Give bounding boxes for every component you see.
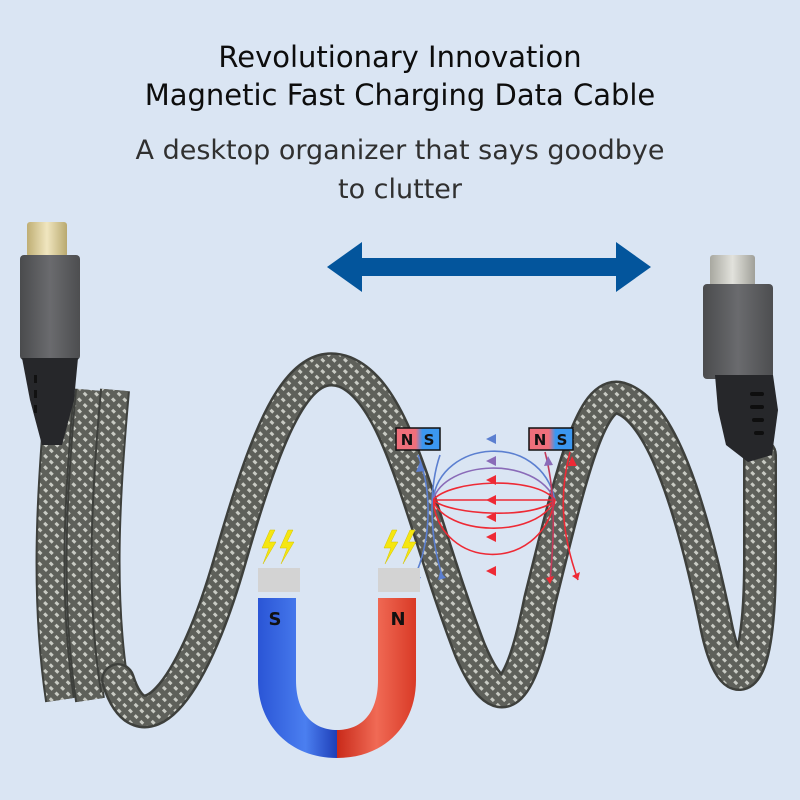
- usb-c-plug-right: [703, 255, 778, 462]
- u-magnet-north-label: N: [390, 609, 405, 630]
- bar-magnet-1-south-label: S: [424, 431, 435, 449]
- bar-magnet-1: N S: [395, 427, 441, 451]
- headline-line-2: Magnetic Fast Charging Data Cable: [144, 78, 656, 112]
- bar-magnet-2: N S: [528, 427, 574, 451]
- subheadline-line-2: to clutter: [337, 174, 463, 205]
- bar-magnet-2-north-label: N: [534, 431, 547, 449]
- double-arrow-icon: [327, 242, 651, 292]
- subheadline-line-1: A desktop organizer that says goodbye: [135, 135, 665, 166]
- lightning-icon: [261, 529, 417, 565]
- horseshoe-magnet: S N: [258, 568, 420, 758]
- usb-c-plug-left: [20, 222, 80, 445]
- headline-line-1: Revolutionary Innovation: [218, 40, 582, 74]
- bar-magnet-1-north-label: N: [401, 431, 414, 449]
- braided-cable: [101, 352, 777, 729]
- magnetic-field-lines: [412, 434, 580, 584]
- u-magnet-south-label: S: [269, 609, 282, 630]
- bar-magnet-2-south-label: S: [557, 431, 568, 449]
